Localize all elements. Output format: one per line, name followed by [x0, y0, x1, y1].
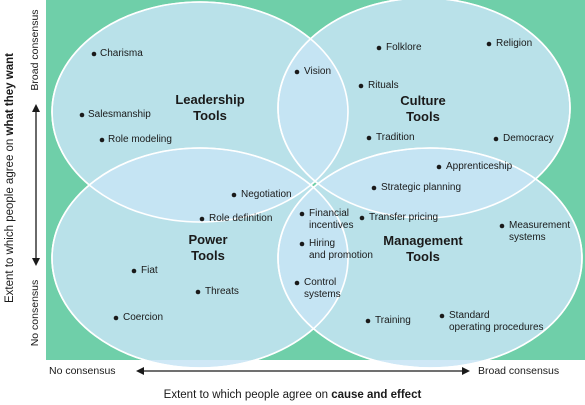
- leadership-title-line1: Leadership: [175, 92, 245, 107]
- bullet-icon: [294, 280, 300, 286]
- leadership-tools-title: Leadership Tools: [160, 92, 260, 124]
- bullet-icon: [358, 83, 364, 89]
- y-axis-title-emphasis: what they want: [4, 53, 16, 136]
- y-axis-arrow-top-head: [32, 104, 40, 112]
- bullet-icon: [439, 313, 445, 319]
- bullet-icon: [499, 223, 505, 229]
- item-folklore: Folklore: [386, 42, 422, 53]
- hiring-line1: Hiring: [309, 238, 336, 249]
- x-axis-title-emphasis: cause and effect: [331, 389, 422, 401]
- item-transfer-pricing: Transfer pricing: [369, 212, 439, 223]
- y-axis-title: Extent to which people agree on what the…: [2, 13, 18, 343]
- item-coercion: Coercion: [123, 312, 164, 323]
- x-axis-title: Extent to which people agree on cause an…: [0, 389, 585, 401]
- hiring-line2: and promotion: [309, 249, 373, 261]
- management-title-line2: Tools: [406, 249, 440, 264]
- bullet-icon: [91, 51, 97, 57]
- power-title-line1: Power: [188, 232, 228, 247]
- item-tradition: Tradition: [376, 132, 415, 143]
- bullet-icon: [99, 137, 105, 143]
- y-axis-bottom-label: No consensus: [29, 279, 41, 347]
- x-axis-arrow-right-head: [462, 367, 470, 375]
- y-axis-top-label: Broad consensus: [29, 9, 41, 91]
- x-axis-title-prefix: Extent to which people agree on: [163, 389, 332, 401]
- bullet-icon: [493, 136, 499, 142]
- x-axis-right-label: Broad consensus: [478, 365, 560, 377]
- item-threats: Threats: [205, 286, 239, 297]
- x-axis-left-label: No consensus: [49, 365, 116, 377]
- item-strategic-planning: Strategic planning: [381, 182, 462, 193]
- item-religion: Religion: [496, 38, 533, 49]
- bullet-icon: [486, 41, 492, 47]
- financial-incentives-line1: Financial: [309, 208, 350, 219]
- item-role-modeling: Role modeling: [108, 134, 172, 145]
- item-charisma: Charisma: [100, 48, 143, 59]
- item-negotiation: Negotiation: [241, 189, 292, 200]
- bullet-icon: [376, 45, 382, 51]
- measurement-systems-line2: systems: [509, 231, 546, 243]
- item-standard-operating-procedures: Standard operating procedures: [449, 310, 544, 333]
- item-financial-incentives: Financial incentives: [309, 208, 353, 231]
- sop-line1: Standard: [449, 310, 490, 321]
- item-vision: Vision: [304, 66, 332, 77]
- y-axis-title-prefix: Extent to which people agree on: [4, 135, 16, 303]
- leadership-title-line2: Tools: [193, 108, 227, 123]
- control-systems-line1: Control: [304, 277, 337, 288]
- financial-incentives-line2: incentives: [309, 219, 354, 231]
- culture-title-line2: Tools: [406, 109, 440, 124]
- item-democracy: Democracy: [503, 133, 554, 144]
- bullet-icon: [371, 185, 377, 191]
- control-systems-line2: systems: [304, 288, 341, 300]
- bullet-icon: [113, 315, 119, 321]
- x-axis-arrow-left-head: [136, 367, 144, 375]
- measurement-systems-line1: Measurement: [509, 220, 571, 231]
- bullet-icon: [299, 241, 305, 247]
- bullet-icon: [299, 211, 305, 217]
- y-axis-arrow-bottom-head: [32, 258, 40, 266]
- bullet-icon: [366, 135, 372, 141]
- item-training: Training: [375, 315, 411, 326]
- item-hiring-and-promotion: Hiring and promotion: [309, 238, 373, 261]
- management-tools-title: Management Tools: [368, 233, 478, 265]
- power-title-line2: Tools: [191, 248, 225, 263]
- bullet-icon: [294, 69, 300, 75]
- bullet-icon: [199, 216, 205, 222]
- culture-tools-title: Culture Tools: [378, 93, 468, 125]
- bullet-icon: [131, 268, 137, 274]
- item-rituals: Rituals: [368, 80, 399, 91]
- bullet-icon: [436, 164, 442, 170]
- management-title-line1: Management: [383, 233, 463, 248]
- sop-line2: operating procedures: [449, 321, 544, 333]
- bullet-icon: [359, 215, 365, 221]
- culture-title-line1: Culture: [400, 93, 446, 108]
- bullet-icon: [195, 289, 201, 295]
- bullet-icon: [365, 318, 371, 324]
- bullet-icon: [231, 192, 237, 198]
- item-fiat: Fiat: [141, 265, 158, 276]
- item-salesmanship: Salesmanship: [88, 109, 151, 120]
- power-tools-title: Power Tools: [163, 232, 253, 264]
- item-apprenticeship: Apprenticeship: [446, 161, 513, 172]
- item-control-systems: Control systems: [304, 277, 341, 300]
- bullet-icon: [79, 112, 85, 118]
- item-role-definition: Role definition: [209, 213, 273, 224]
- item-measurement-systems: Measurement systems: [509, 220, 570, 243]
